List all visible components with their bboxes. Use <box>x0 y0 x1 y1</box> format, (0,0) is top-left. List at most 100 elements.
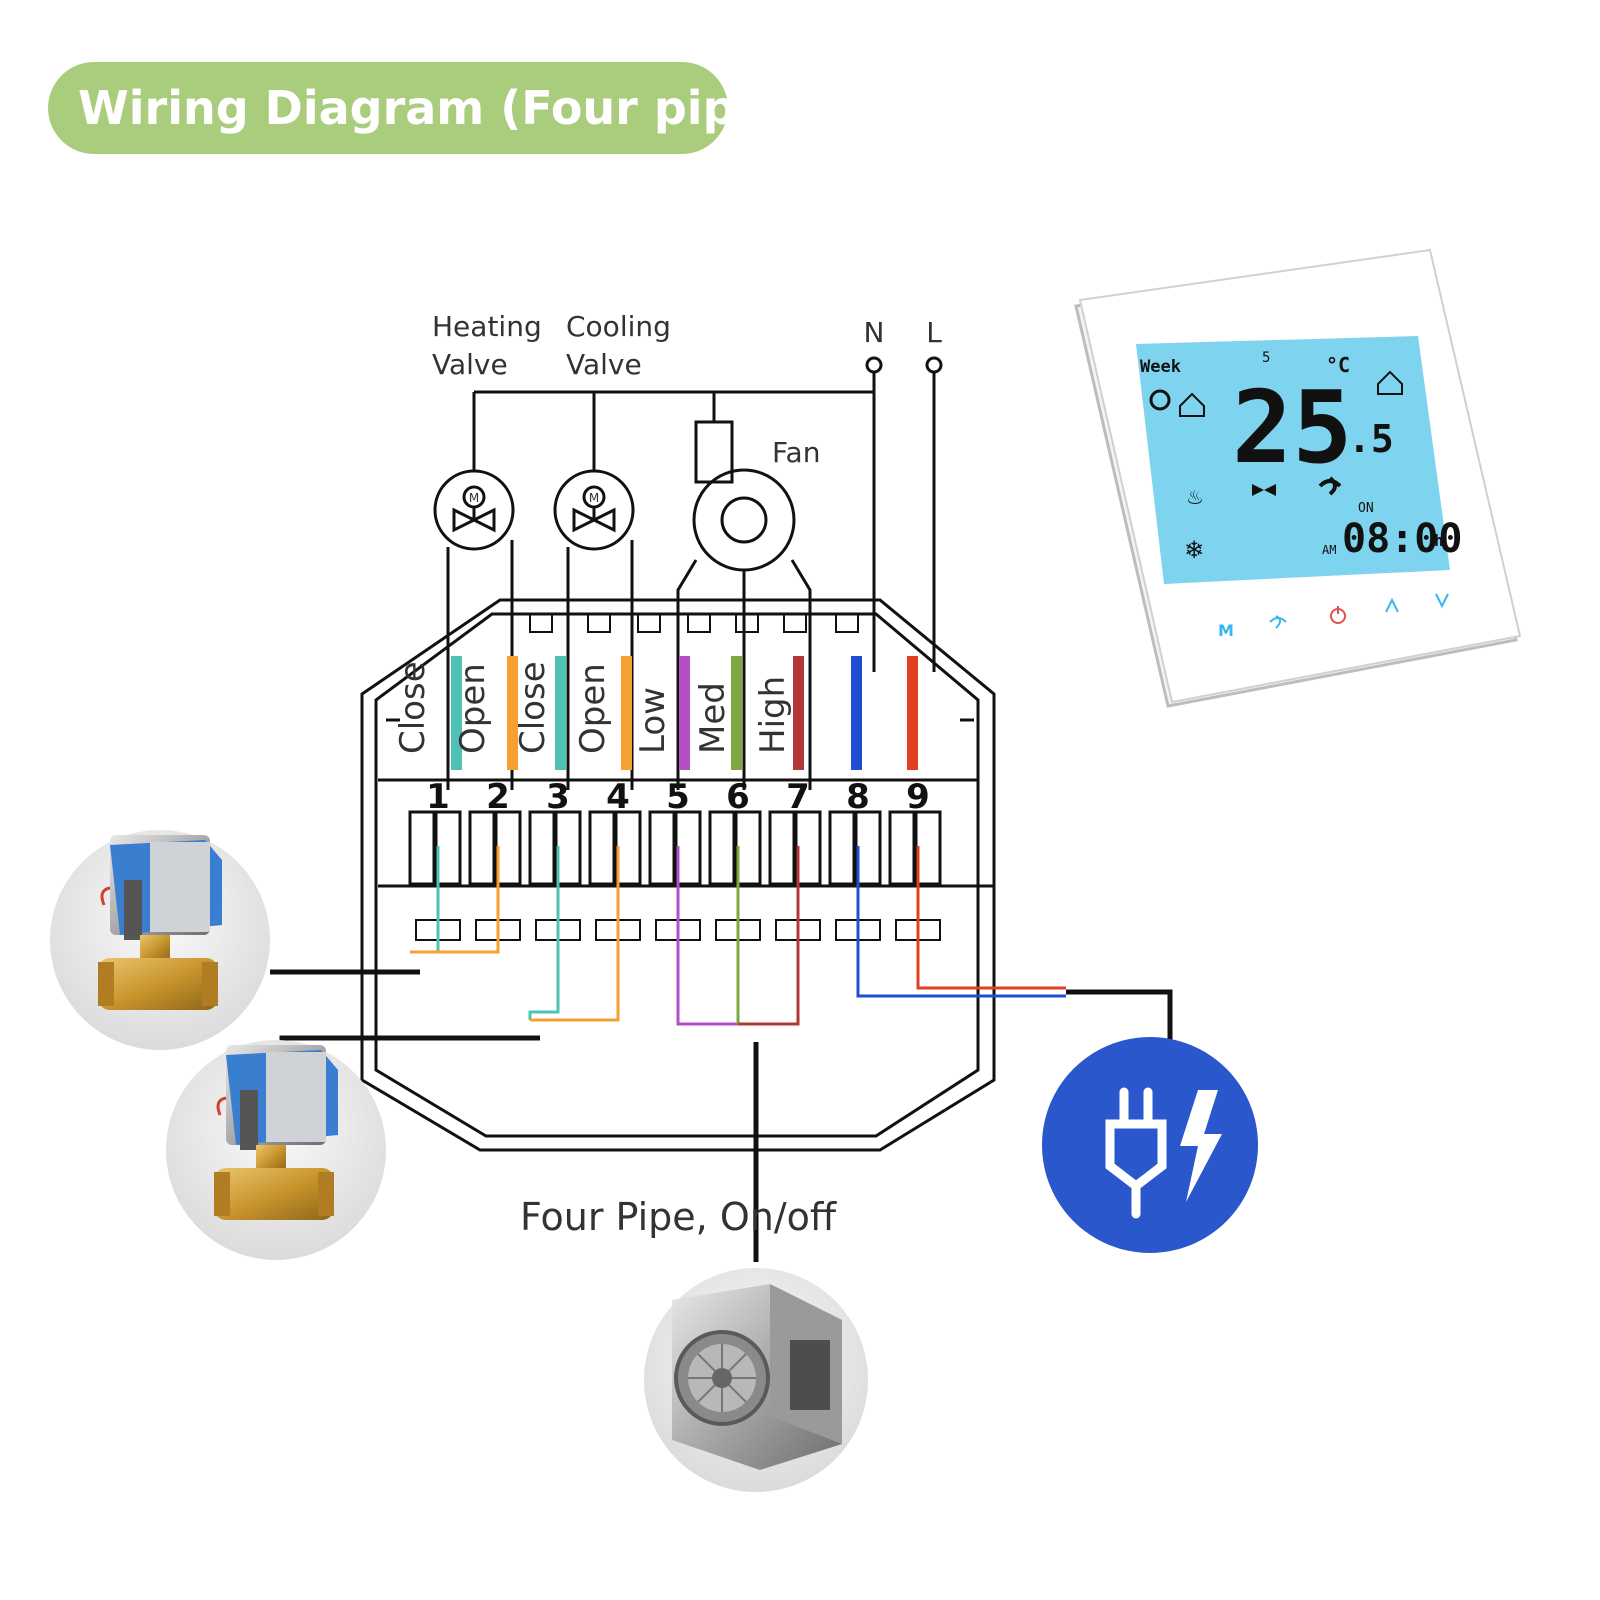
route-fan-low <box>676 940 756 1026</box>
terminal-number-7: 7 <box>786 777 810 817</box>
route-heating-open <box>410 940 500 954</box>
terminal-number-2: 2 <box>486 777 510 817</box>
power-button-icon[interactable] <box>1330 606 1346 624</box>
screw-terminals <box>408 810 942 886</box>
screw-terminal-2 <box>468 810 496 886</box>
screw-terminal-1 <box>408 810 436 886</box>
wire-labels: Close Open Close Open Low Med High <box>393 661 793 754</box>
screw-terminal-5 <box>648 810 676 886</box>
lcd-unit: °C <box>1326 353 1350 377</box>
screw-terminal-right-3 <box>554 810 582 886</box>
lcd-temperature: 25 <box>1232 369 1352 486</box>
thermostat-touch-buttons: M <box>1218 593 1449 640</box>
blower-fan-photo <box>644 1268 868 1492</box>
heating-valve-label-line2: Valve <box>432 348 508 381</box>
thermostat-device <box>1074 248 1522 708</box>
screw-terminal-right-8 <box>854 810 882 886</box>
screw-terminal-right-1 <box>434 810 462 886</box>
terminal-number-9: 9 <box>906 777 930 817</box>
wire-label-3: Close <box>513 661 553 754</box>
wire-stub-9 <box>907 656 918 770</box>
fan-symbol-icon <box>676 420 812 790</box>
lcd-am: AM <box>1322 543 1336 557</box>
neutral-terminal-icon <box>865 356 883 374</box>
thermostat-lcd: Week 5 25 .5 °C ON AM 08:00 h ♨ ❄ <box>1140 350 1462 564</box>
screw-terminal-right-9 <box>914 810 942 886</box>
screw-terminal-6 <box>708 810 736 886</box>
fan-button-icon[interactable] <box>1269 615 1287 629</box>
screw-terminal-7 <box>768 810 796 886</box>
lcd-home-icon <box>1179 370 1403 417</box>
lcd-snowflake-icon: ❄ <box>1184 536 1204 564</box>
cooling-valve-label-line1: Cooling <box>566 310 671 343</box>
motorized-valve-photo-1 <box>50 830 270 1050</box>
wire-stub-5 <box>679 656 690 770</box>
terminal-number-5: 5 <box>666 777 690 817</box>
screw-terminal-right-4 <box>614 810 642 886</box>
lcd-day: 5 <box>1262 350 1270 366</box>
wire-label-6: Med <box>693 682 733 754</box>
wire-stub-2 <box>507 656 518 770</box>
lcd-heat-icon: ♨ <box>1186 485 1204 509</box>
wire-label-7: High <box>753 676 793 754</box>
neutral-label: N <box>864 316 885 349</box>
screw-terminal-8 <box>828 810 856 886</box>
cooling-valve-label-line2: Valve <box>566 348 642 381</box>
cooling-motor-glyph: M <box>589 491 599 505</box>
route-live <box>916 940 1066 990</box>
screw-terminal-right-5 <box>674 810 702 886</box>
terminal-number-4: 4 <box>606 777 630 817</box>
lcd-time: 08:00 <box>1342 516 1462 562</box>
live-label: L <box>926 316 942 349</box>
screw-terminal-3 <box>528 810 556 886</box>
screw-terminal-4 <box>588 810 616 886</box>
wire-stubs <box>451 656 918 770</box>
terminal-number-1: 1 <box>426 777 450 817</box>
route-heating-close <box>410 940 440 954</box>
top-clips <box>529 613 859 633</box>
terminal-block-housing <box>360 598 996 1152</box>
wire-stub-1 <box>451 656 462 770</box>
terminal-number-8: 8 <box>846 777 870 817</box>
down-arrow-icon[interactable] <box>1435 593 1449 609</box>
lcd-screen <box>1136 336 1450 584</box>
lcd-valve-icon <box>1252 484 1276 496</box>
route-cooling-close <box>528 940 560 1020</box>
route-fan-high <box>738 940 800 1026</box>
lcd-temperature-decimal: .5 <box>1348 417 1394 461</box>
wire-stub-7 <box>793 656 804 770</box>
button-mode[interactable]: M <box>1218 621 1234 640</box>
terminal-number-3: 3 <box>546 777 570 817</box>
heating-motor-glyph: M <box>469 491 479 505</box>
motorized-valve-photo-2 <box>166 1040 386 1260</box>
output-wires <box>410 846 1066 1026</box>
wire-label-1: Close <box>393 661 433 754</box>
diagram-caption: Four Pipe, On/off <box>520 1195 837 1239</box>
lcd-week: Week <box>1140 357 1181 377</box>
terminal-number-6: 6 <box>726 777 750 817</box>
up-arrow-icon[interactable] <box>1385 597 1399 613</box>
wire-stub-4 <box>621 656 632 770</box>
lcd-hour-unit: h <box>1434 531 1444 550</box>
fan-label: Fan <box>772 436 820 469</box>
lcd-mode-icon <box>1149 389 1171 411</box>
schematic-top <box>472 372 936 672</box>
lcd-fan-icon <box>1318 476 1342 496</box>
screw-terminal-right-6 <box>734 810 762 886</box>
diagram-title: Wiring Diagram (Four pipe) : <box>48 62 822 154</box>
screw-terminal-9 <box>888 810 916 886</box>
screw-terminal-right-7 <box>794 810 822 886</box>
wire-label-2: Open <box>453 663 493 754</box>
wire-stub-8 <box>851 656 862 770</box>
wire-stub-6 <box>731 656 742 770</box>
heating-valve-label-line1: Heating <box>432 310 542 343</box>
route-neutral <box>856 940 1066 998</box>
wire-stub-3 <box>555 656 566 770</box>
route-cooling-open <box>530 940 620 1022</box>
wire-label-5: Low <box>633 687 673 754</box>
wire-label-4: Open <box>573 663 613 754</box>
screw-terminal-right-2 <box>494 810 522 886</box>
power-plug-icon <box>1042 1037 1258 1253</box>
